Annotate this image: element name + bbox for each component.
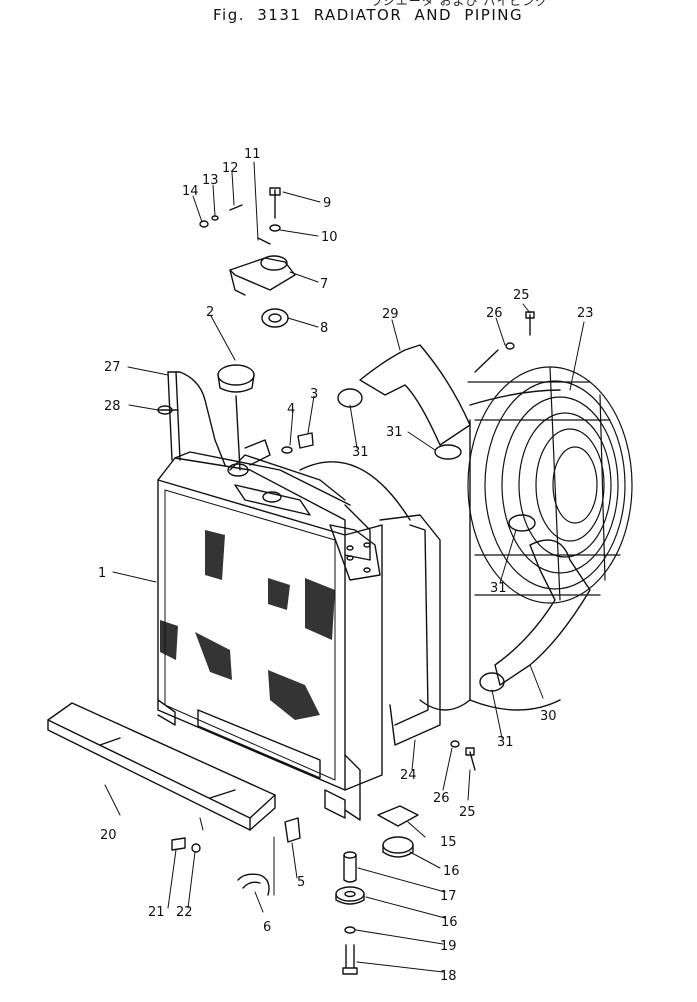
callout-23: 23 — [577, 306, 594, 321]
figure-title: RADIATOR AND PIPING — [313, 6, 524, 24]
callout-20: 20 — [100, 828, 117, 843]
callout-16a: 16 — [443, 864, 460, 879]
figure-header: ラジエータ および パイピング Fig. 3131 RADIATOR AND P… — [0, 0, 697, 30]
shroud-bolts — [450, 311, 535, 771]
callout-12: 12 — [222, 161, 239, 176]
callout-3: 3 — [310, 387, 318, 402]
callout-13: 13 — [202, 173, 219, 188]
callout-16b: 16 — [441, 915, 458, 930]
callout-27: 27 — [104, 360, 121, 375]
fan-guard — [467, 366, 633, 604]
callout-19: 19 — [440, 939, 457, 954]
figure-caption: Fig. 3131 RADIATOR AND PIPING — [213, 6, 523, 24]
fan-drum — [469, 389, 561, 711]
callout-22: 22 — [176, 905, 193, 920]
callout-29: 29 — [382, 307, 399, 322]
callout-9: 9 — [323, 196, 331, 211]
callout-4: 4 — [287, 402, 295, 417]
callout-2: 2 — [206, 305, 214, 320]
callout-26a: 26 — [486, 306, 503, 321]
callout-18: 18 — [440, 969, 457, 984]
callout-1: 1 — [98, 566, 106, 581]
callout-30: 30 — [540, 709, 557, 724]
callout-17: 17 — [440, 889, 457, 904]
under-cover — [47, 702, 276, 831]
upper-hose — [337, 344, 471, 460]
callout-14: 14 — [182, 184, 199, 199]
filler-bracket — [229, 255, 296, 328]
callout-25a: 25 — [513, 288, 530, 303]
callout-28: 28 — [104, 399, 121, 414]
callout-21: 21 — [148, 905, 165, 920]
callout-26b: 26 — [433, 791, 450, 806]
callout-24: 24 — [400, 768, 417, 783]
callout-8: 8 — [320, 321, 328, 336]
japanese-title: ラジエータ および パイピング — [370, 0, 549, 8]
cover-bolts — [171, 837, 201, 853]
leader-lines — [104, 161, 585, 973]
callout-6: 6 — [263, 920, 271, 935]
fan-shroud — [299, 461, 471, 746]
figure-number: Fig. 3131 — [213, 6, 302, 24]
callout-15: 15 — [440, 835, 457, 850]
small-hardware — [199, 187, 314, 466]
radiator-cap — [217, 364, 255, 471]
callout-25b: 25 — [459, 805, 476, 820]
drain-parts — [237, 817, 301, 896]
callout-31b: 31 — [386, 425, 403, 440]
mount-parts — [335, 805, 419, 975]
radiator-core — [157, 451, 383, 821]
callout-10: 10 — [321, 230, 338, 245]
callout-31c: 31 — [490, 581, 507, 596]
overflow-pipe — [157, 371, 226, 466]
callout-31d: 31 — [497, 735, 514, 750]
callout-5: 5 — [297, 875, 305, 890]
callout-31a: 31 — [352, 445, 369, 460]
callout-labels: 1 2 3 4 5 6 7 8 9 10 11 12 13 14 15 16 1… — [98, 147, 594, 984]
callout-7: 7 — [320, 277, 328, 292]
callout-11: 11 — [244, 147, 261, 162]
